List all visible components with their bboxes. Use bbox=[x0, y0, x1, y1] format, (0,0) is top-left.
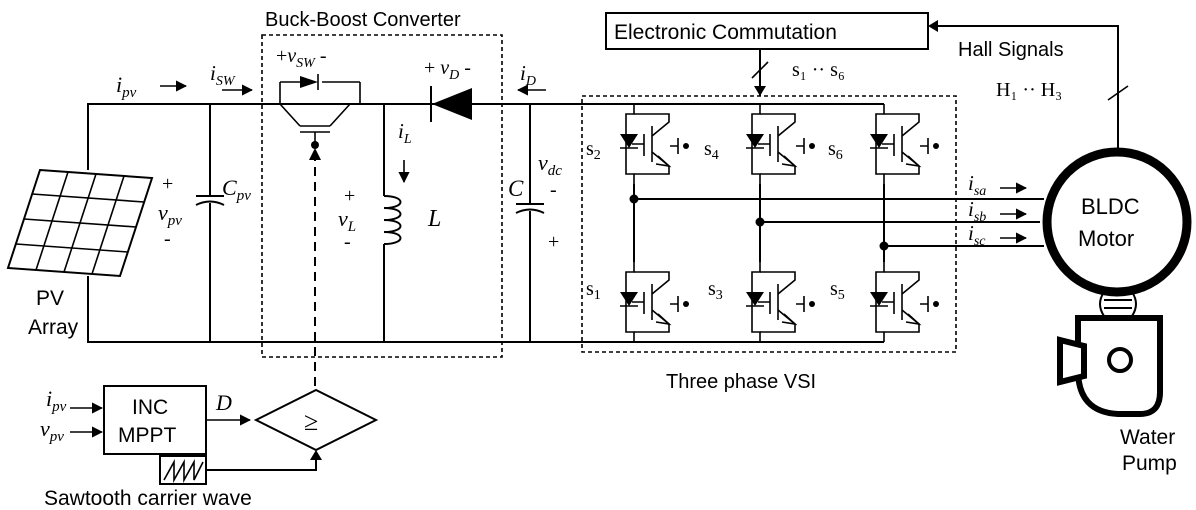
electronic-commutation-block bbox=[605, 12, 929, 50]
bldc-label-1: BLDC bbox=[1081, 194, 1140, 219]
duty-label: D bbox=[215, 390, 232, 415]
vpv-label: vpv bbox=[158, 200, 182, 229]
buck-boost-switch bbox=[279, 74, 361, 149]
cpv-label: Cpv bbox=[222, 175, 251, 204]
vpv-plus: + bbox=[162, 173, 173, 195]
isc-label: isc bbox=[968, 221, 986, 249]
sawtooth-label: Sawtooth carrier wave bbox=[44, 487, 252, 510]
bldc-motor bbox=[1042, 147, 1192, 297]
water-pump-label-2: Pump bbox=[1122, 452, 1177, 475]
vd-label: + vD - bbox=[424, 57, 471, 83]
inductor bbox=[383, 104, 402, 342]
shaft-coupling bbox=[1099, 291, 1137, 317]
vsw-label: +vSW - bbox=[276, 45, 327, 71]
s6-label: s6 bbox=[828, 138, 843, 163]
comparator-block bbox=[253, 388, 379, 452]
il-label: iL bbox=[398, 119, 412, 147]
pv-array-icon bbox=[6, 168, 154, 278]
s5-label: s5 bbox=[830, 278, 845, 303]
sawtooth-icon bbox=[163, 458, 204, 484]
comparator-symbol: ≥ bbox=[304, 407, 318, 436]
dc-cap-label: C bbox=[508, 176, 524, 201]
hall-range-label: H₁ ·· H₃ bbox=[996, 79, 1062, 101]
vsi-boundary bbox=[581, 95, 957, 353]
s3-label: s3 bbox=[708, 278, 723, 303]
s2-label: s2 bbox=[586, 138, 601, 163]
isa-label: isa bbox=[968, 171, 986, 199]
vsi-label: Three phase VSI bbox=[666, 371, 816, 393]
vdc-label: vdc bbox=[538, 150, 562, 179]
inc-mppt-block bbox=[103, 385, 207, 455]
cpv-capacitor bbox=[195, 104, 225, 342]
vpv-minus: - bbox=[164, 228, 171, 250]
electronic-commutation-label: Electronic Commutation bbox=[614, 21, 837, 44]
pv-array-label-1: PV bbox=[36, 287, 64, 310]
vl-plus: + bbox=[344, 185, 355, 207]
pv-array-label-2: Array bbox=[28, 316, 79, 339]
switch-range-label: s₁ ·· s₆ bbox=[792, 59, 845, 81]
hall-signals-label: Hall Signals bbox=[958, 39, 1064, 61]
mppt-vpv-input: vpv bbox=[40, 416, 64, 445]
s1-label: s1 bbox=[586, 278, 601, 303]
ipv-label: ipv bbox=[116, 72, 137, 101]
inc-label: INC bbox=[132, 396, 168, 419]
water-pump-label-1: Water bbox=[1120, 426, 1175, 449]
vdc-minus: - bbox=[550, 179, 557, 201]
isw-label: iSW bbox=[210, 61, 236, 89]
buck-boost-title: Buck-Boost Converter bbox=[265, 9, 461, 31]
water-pump-icon bbox=[1057, 315, 1163, 417]
dc-link-capacitor bbox=[515, 104, 545, 342]
vdc-plus: + bbox=[548, 231, 559, 253]
mppt-ipv-input: ipv bbox=[46, 386, 67, 415]
vsi-leg-a bbox=[619, 103, 690, 343]
mppt-label: MPPT bbox=[118, 424, 177, 447]
diode bbox=[430, 86, 472, 122]
isb-label: isb bbox=[968, 197, 986, 225]
id-label: iD bbox=[520, 61, 536, 89]
buck-boost-boundary bbox=[261, 34, 503, 358]
vl-label: vL bbox=[338, 206, 356, 235]
inductor-label: L bbox=[427, 206, 441, 232]
vl-minus: - bbox=[344, 231, 351, 253]
s4-label: s4 bbox=[704, 138, 719, 163]
bldc-label-2: Motor bbox=[1078, 226, 1134, 251]
